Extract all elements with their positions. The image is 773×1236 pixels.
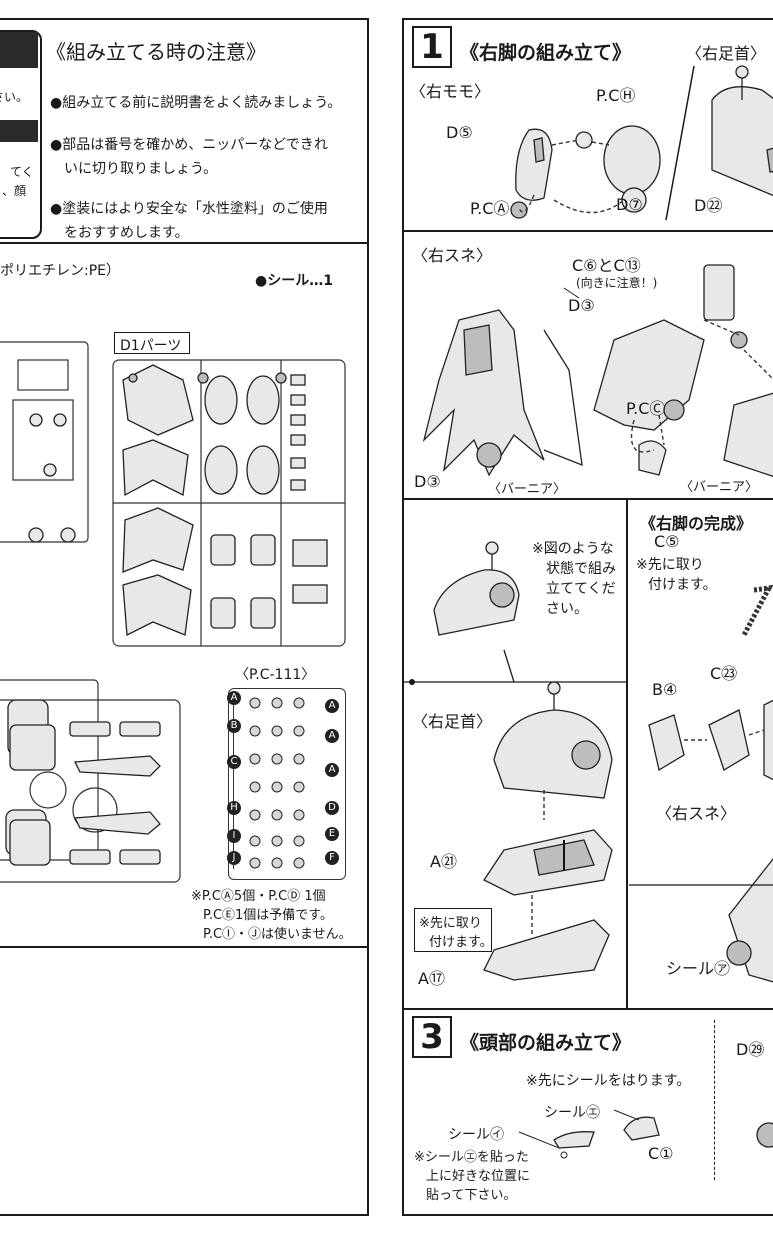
thigh-diagram — [510, 125, 661, 219]
parts-seal-count: ●シール…1 — [255, 273, 333, 289]
orientation-note: (向きに注意！) — [576, 276, 658, 290]
completion-note-2: 状態で組み — [546, 561, 616, 577]
head-seal-diagram — [518, 1109, 660, 1159]
parts-material: ポリエチレン:PE） — [0, 263, 121, 279]
step1-separator — [665, 65, 695, 221]
completion-note-4: さい。 — [546, 601, 588, 617]
completion-vertical-divider — [626, 498, 628, 1008]
label-pca: P.CⒶ — [470, 199, 510, 218]
pc-right-e: E — [325, 827, 339, 841]
caution-item-1: ●組み立てる前に説明書をよく読みましょう。 — [50, 95, 342, 111]
pc-note-line1: ※P.CⒶ5個・P.CⒹ 1個 — [191, 889, 326, 904]
shin-assembly — [629, 699, 773, 983]
pc-row-j: J — [227, 851, 241, 865]
left-lower-divider — [0, 946, 369, 948]
label-seal-i: シール㋑ — [448, 1127, 504, 1143]
label-d3-bottom: D③ — [414, 472, 441, 491]
head-part-d29 — [756, 1122, 773, 1148]
rules-fragment-1: さい。 — [0, 90, 29, 104]
vernier-label-1: 〈バーニア〉 — [488, 482, 567, 497]
attach-first-box: ※先に取り 付けます。 — [414, 908, 493, 952]
completion-shin-label: 〈右スネ〉 — [656, 804, 737, 823]
rules-fragment-2: てく — [10, 165, 34, 179]
caution-item-2: ●部品は番号を確かめ、ニッパーなどできれ — [50, 137, 328, 153]
step3-note-1: ※シール㋓を貼った — [414, 1150, 529, 1165]
label-c23: C㉓ — [710, 664, 738, 683]
completion-note-1: ※図のような — [532, 541, 614, 557]
preview-callout — [404, 649, 626, 685]
pc-right-a2: A — [325, 729, 339, 743]
rules-box: さい。 てく 、顔 — [0, 30, 42, 239]
completion-ankle-label: 〈右足首〉 — [412, 712, 493, 731]
shin-diagram — [422, 264, 773, 478]
step1-title: 《右脚の組み立て》 — [460, 42, 632, 64]
ankle-diagram-top — [711, 65, 773, 197]
completion-title: 《右脚の完成》 — [640, 514, 753, 533]
d1-runner — [112, 359, 346, 647]
label-d3-top: D③ — [568, 296, 595, 315]
left-page: さい。 てく 、顔 《組み立てる時の注意》 ●組み立てる前に説明書をよく読みまし… — [0, 18, 369, 1216]
pc-right-d: D — [325, 801, 339, 815]
rules-fragment-3: 、顔 — [2, 184, 27, 198]
label-pcc: P.CⒸ — [626, 399, 666, 418]
step3-note-2: 上に好きな位置に — [426, 1169, 531, 1184]
caution-item-3: ●塗装にはより安全な「水性塗料」のご使用 — [50, 201, 328, 217]
seal-first-note: ※先にシールをはります。 — [526, 1073, 691, 1089]
label-c1: C① — [648, 1144, 674, 1163]
pc-row-c: C — [227, 755, 241, 769]
right-page: 1 《右脚の組み立て》 〈右足首〉 〈右モモ〉 D⑤ P.CⒽ P.CⒶ D⑦ … — [402, 18, 773, 1216]
label-d5: D⑤ — [446, 123, 473, 142]
ankle-assembly — [483, 681, 613, 981]
completion-bottom-divider — [404, 1008, 773, 1010]
pc-row-b: B — [227, 719, 241, 733]
vernier-label-2: 〈バーニア〉 — [680, 480, 759, 495]
pc-right-f: F — [325, 851, 339, 865]
thigh-label: 〈右モモ〉 — [410, 82, 491, 101]
label-seal-a: シール㋐ — [666, 959, 731, 978]
pc-row-i: I — [227, 829, 241, 843]
step3-divider — [714, 1020, 715, 1180]
step1-bottom-divider — [404, 498, 773, 500]
label-c5: C⑤ — [654, 532, 680, 551]
step1-row-divider — [404, 230, 773, 232]
label-d29: D㉙ — [736, 1040, 765, 1059]
ankle-preview — [433, 541, 520, 636]
label-c6c13: C⑥とC⑬ — [572, 256, 641, 275]
wire-part — [741, 584, 773, 637]
attach-first-2: 付けます。 — [648, 577, 717, 593]
label-seal-e: シール㋓ — [544, 1105, 600, 1121]
caution-item-3-cont: をおすすめします。 — [64, 225, 189, 241]
attach-first-1: ※先に取り — [636, 557, 704, 573]
pc-note-line3: P.CⒾ・Ⓙは使いません。 — [203, 927, 352, 942]
shin-label: 〈右スネ〉 — [412, 246, 493, 265]
pc-row-a: A — [227, 691, 241, 705]
caution-item-2-cont: いに切り取りましょう。 — [64, 161, 218, 177]
label-b4: B④ — [652, 680, 678, 699]
label-d22: D㉒ — [694, 196, 723, 215]
label-d7: D⑦ — [616, 195, 643, 214]
label-a17: A⑰ — [418, 969, 445, 988]
pc-note-line2: P.CⒺ1個は予備です。 — [203, 908, 333, 923]
pc-right-a: A — [325, 699, 339, 713]
label-pch: P.CⒽ — [596, 86, 636, 105]
label-a21: A㉑ — [430, 852, 457, 871]
completion-note-3: 立ててくだ — [546, 581, 616, 597]
caution-title: 《組み立てる時の注意》 — [46, 40, 266, 64]
step3-number: 3 — [412, 1016, 452, 1058]
step1-ankle-label: 〈右足首〉 — [686, 44, 767, 63]
step3-title: 《頭部の組み立て》 — [460, 1032, 632, 1054]
caution-section: さい。 てく 、顔 《組み立てる時の注意》 ●組み立てる前に説明書をよく読みまし… — [0, 20, 369, 244]
pc-row-h: H — [227, 801, 241, 815]
pc-runner: A B C H I J A A A D E F — [227, 688, 346, 880]
pc-right-a3: A — [325, 763, 339, 777]
step1-number: 1 — [412, 26, 452, 68]
step3-note-3: 貼って下さい。 — [426, 1188, 517, 1203]
pc111-label: 〈P.C-111〉 — [235, 667, 316, 683]
d1-parts-label: D1パーツ — [114, 332, 190, 354]
runner-lower — [0, 699, 181, 883]
